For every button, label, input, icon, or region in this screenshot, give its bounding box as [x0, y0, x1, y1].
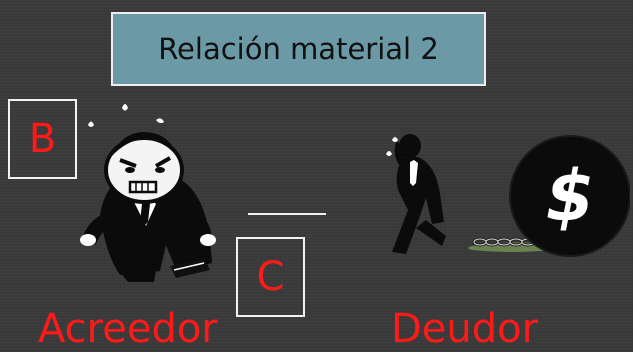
title-box: Relación material 2 [111, 12, 486, 86]
box-c: C [236, 237, 305, 317]
slide-title: Relación material 2 [158, 32, 439, 66]
debtor-label: Deudor [391, 306, 539, 352]
angry-businessman-icon [80, 104, 216, 282]
relation-line [248, 213, 326, 215]
box-b-label: B [28, 116, 57, 162]
box-c-label: C [256, 254, 285, 300]
creditor-label: Acreedor [38, 306, 218, 352]
chained-debtor-icon: $ [386, 134, 630, 257]
dollar-sign: $ [546, 155, 595, 237]
box-b: B [8, 99, 77, 179]
